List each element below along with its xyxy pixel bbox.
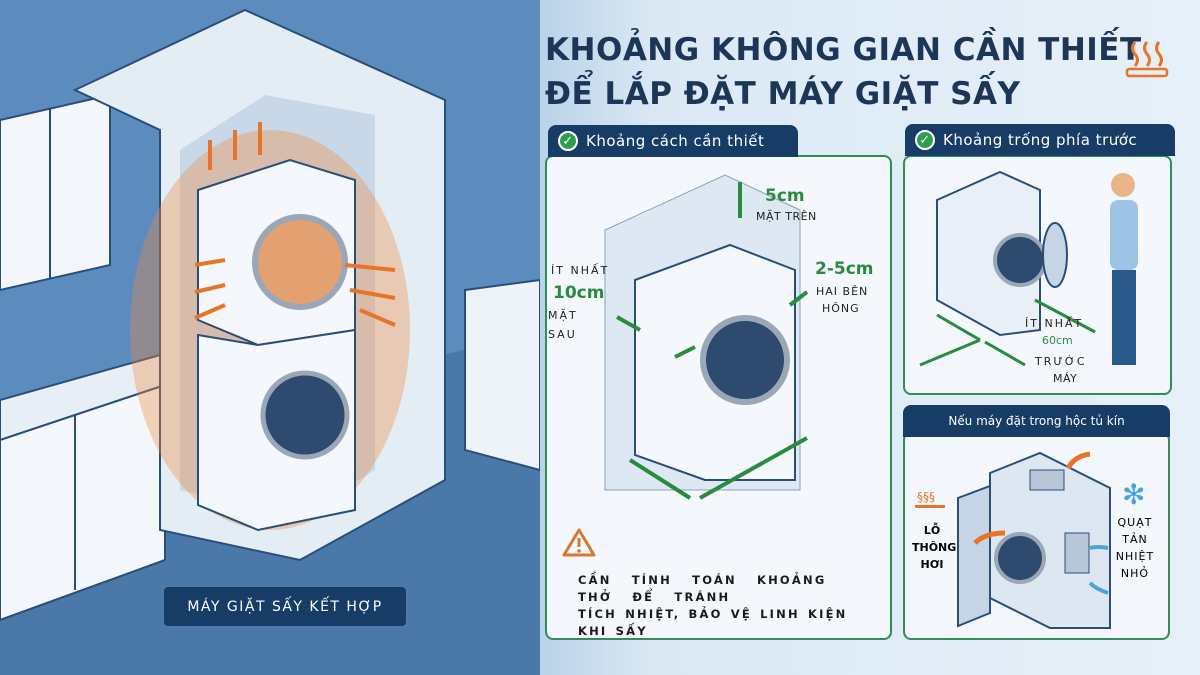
stacked-washer-dryer: [197, 158, 356, 532]
clearance-panel-header: ✓ Khoảng cách cần thiết: [548, 125, 798, 157]
fan-label-3: NHIỆT: [1115, 550, 1155, 563]
fan-label: QUẠT TẢN NHIỆT NHỎ: [1112, 514, 1158, 582]
warning-text: CẦN TÍNH TOÁN KHOẢNG THỞ ĐỂ TRÁNH TÍCH N…: [578, 572, 868, 640]
steam-vent-icon: §§§: [917, 490, 935, 504]
combo-machine-label: MÁY GIẶT SẤY KẾT HỢP: [162, 585, 408, 628]
vent-label: LỖ THÔNG HƠI: [912, 522, 957, 573]
front-header-text: Khoảng trống phía trước: [943, 131, 1138, 149]
fan-label-1: QUẠT: [1117, 516, 1153, 529]
check-icon: ✓: [558, 131, 578, 151]
side-clearance-label: HAI BÊN: [816, 285, 869, 298]
check-icon: ✓: [915, 130, 935, 150]
back-clearance-label: MẶT: [548, 309, 578, 322]
title-line-1: KHOẢNG KHÔNG GIAN CẦN THIẾT: [545, 32, 1142, 68]
clearance-header-text: Khoảng cách cần thiết: [586, 132, 765, 150]
warning-line-1: CẦN TÍNH TOÁN KHOẢNG THỞ ĐỂ TRÁNH: [578, 573, 827, 604]
warning-line-2: TÍCH NHIỆT, BẢO VỆ LINH KIỆN KHI SẤY: [578, 607, 848, 638]
fan-label-4: NHỎ: [1120, 567, 1150, 580]
side-clearance-value: 2-5cm: [815, 259, 874, 279]
vent-label-3: HƠI: [920, 558, 944, 571]
front-clearance-label-2: MÁY: [1053, 372, 1078, 385]
fan-label-2: TẢN: [1122, 533, 1148, 546]
heat-arrows-icon: [194, 122, 396, 327]
page-title: KHOẢNG KHÔNG GIAN CẦN THIẾT ĐỂ LẮP ĐẶT M…: [545, 28, 1142, 116]
laundry-room-illustration: [0, 0, 540, 675]
vent-label-2: THÔNG: [912, 541, 957, 554]
top-clearance-value: 5cm: [765, 186, 805, 206]
cabinet-panel-header: Nếu máy đặt trong hộc tủ kín: [903, 405, 1170, 437]
upper-cabinets: [0, 93, 111, 292]
side-clearance-label-2: HÔNG: [822, 302, 860, 315]
vent-line: [915, 505, 945, 508]
top-clearance-label: MẶT TRÊN: [756, 210, 817, 223]
front-clearance-value: 60cm: [1042, 334, 1073, 347]
back-clearance-label-2: SAU: [548, 328, 577, 341]
title-line-2: ĐỂ LẮP ĐẶT MÁY GIẶT SẤY: [545, 76, 1021, 112]
front-space-panel-header: ✓ Khoảng trống phía trước: [905, 124, 1175, 156]
front-clearance-prefix: ÍT NHẤT: [1025, 317, 1084, 330]
front-clearance-label: TRƯỚC: [1035, 355, 1087, 368]
front-space-illustration: [919, 170, 1138, 367]
clearance-machine-illustration: [604, 174, 809, 500]
cabinet-illustration: [957, 451, 1111, 629]
vent-label-1: LỖ: [923, 524, 941, 537]
heat-icon: [1125, 41, 1169, 78]
fan-icon: ✻: [1122, 478, 1146, 511]
warning-icon: [562, 528, 596, 557]
back-clearance-value: 10cm: [553, 283, 605, 303]
back-clearance-prefix: ÍT NHẤT: [551, 264, 610, 277]
